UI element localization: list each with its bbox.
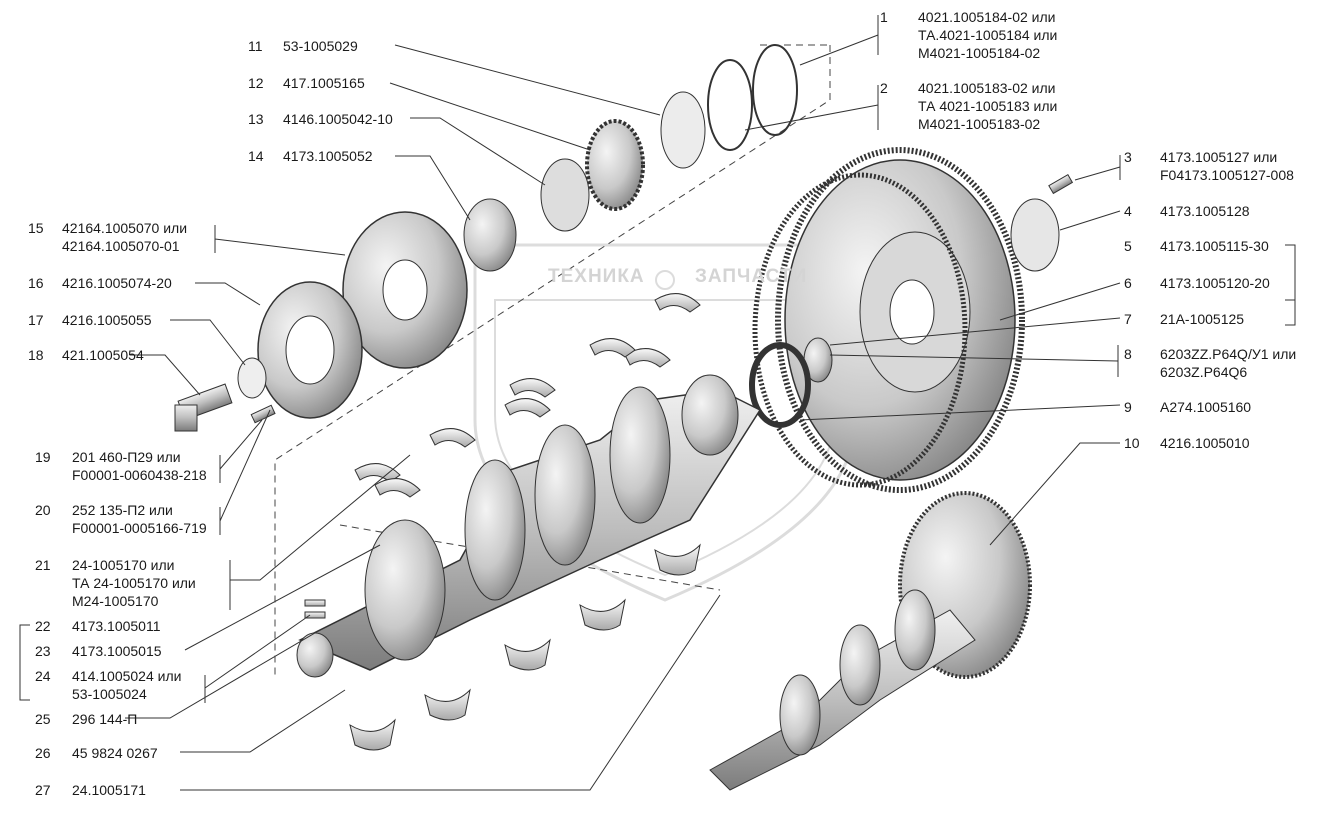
part-number-18: 18 [28, 347, 44, 363]
crank-gear [585, 119, 645, 211]
part-code-5: 4173.1005115-30 [1160, 238, 1269, 254]
part-code-11: 53-1005029 [283, 38, 358, 54]
part-number-21: 21 [35, 557, 51, 573]
flywheel [775, 147, 1025, 493]
part-number-1: 1 [880, 9, 888, 25]
part-code-4: 4173.1005128 [1160, 203, 1250, 219]
thrust-ring-1 [752, 44, 798, 136]
part-code-7: 21А-1005125 [1160, 311, 1245, 327]
belt-pulley [257, 281, 363, 419]
part-code-23: 4173.1005015 [72, 643, 162, 659]
part-number-7: 7 [1124, 311, 1132, 327]
part-number-20: 20 [35, 502, 51, 518]
part-code-12: 417.1005165 [283, 75, 365, 91]
part-number-26: 26 [35, 745, 51, 761]
watermark-text-right: ЗАПЧАСТИ [695, 266, 808, 287]
ring-gear [752, 172, 968, 488]
part-number-27: 27 [35, 782, 51, 798]
crankshaft [296, 374, 762, 678]
part-number-11: 11 [248, 38, 263, 54]
spacer-washer [660, 91, 706, 169]
ratchet-bolt [174, 383, 233, 432]
part-code-17: 4216.1005055 [62, 312, 152, 328]
thrust-ring-2 [707, 59, 753, 151]
part-number-15: 15 [28, 220, 44, 236]
part-code-9: А274.1005160 [1160, 399, 1252, 415]
part-number-23: 23 [35, 643, 51, 659]
part-code-6: 4173.1005120-20 [1160, 275, 1270, 291]
part-number-3: 3 [1124, 149, 1132, 165]
oil-deflector [540, 158, 590, 232]
part-number-17: 17 [28, 312, 44, 328]
part-code-13: 4146.1005042-10 [283, 111, 393, 127]
part-number-22: 22 [35, 618, 51, 634]
bearing-shells [304, 293, 701, 751]
crankshaft-assembly [709, 491, 1032, 791]
part-code-22: 4173.1005011 [72, 618, 161, 634]
part-code-16: 4216.1005074-20 [62, 275, 172, 291]
part-number-2: 2 [880, 80, 888, 96]
part-number-9: 9 [1124, 399, 1132, 415]
watermark-text-left: ТЕХНИКА [548, 266, 645, 287]
part-number-13: 13 [248, 111, 264, 127]
part-number-19: 19 [35, 449, 51, 465]
part-number-12: 12 [248, 75, 264, 91]
part-number-24: 24 [35, 668, 51, 684]
locking-screw [250, 404, 276, 424]
part-number-16: 16 [28, 275, 44, 291]
part-code-26: 45 9824 0267 [72, 745, 158, 761]
part-code-18: 421.1005054 [62, 347, 144, 363]
leader-lines [19, 15, 1296, 791]
flywheel-bolt [1048, 173, 1074, 195]
part-code-14: 4173.1005052 [283, 148, 373, 164]
part-code-27: 24.1005171 [72, 782, 146, 798]
part-number-4: 4 [1124, 203, 1132, 219]
oil-seal [749, 342, 811, 428]
pulley-washer [237, 357, 267, 399]
part-number-10: 10 [1124, 435, 1140, 451]
part-number-8: 8 [1124, 346, 1132, 362]
part-number-5: 5 [1124, 238, 1132, 254]
part-number-6: 6 [1124, 275, 1132, 291]
bolt-plate [1010, 198, 1060, 272]
part-code-10: 4216.1005010 [1160, 435, 1250, 451]
pulley-hub [463, 198, 517, 272]
crank-pulley [342, 211, 468, 369]
part-number-14: 14 [248, 148, 264, 164]
part-code-25: 296 144-П [72, 711, 138, 727]
part-number-25: 25 [35, 711, 51, 727]
